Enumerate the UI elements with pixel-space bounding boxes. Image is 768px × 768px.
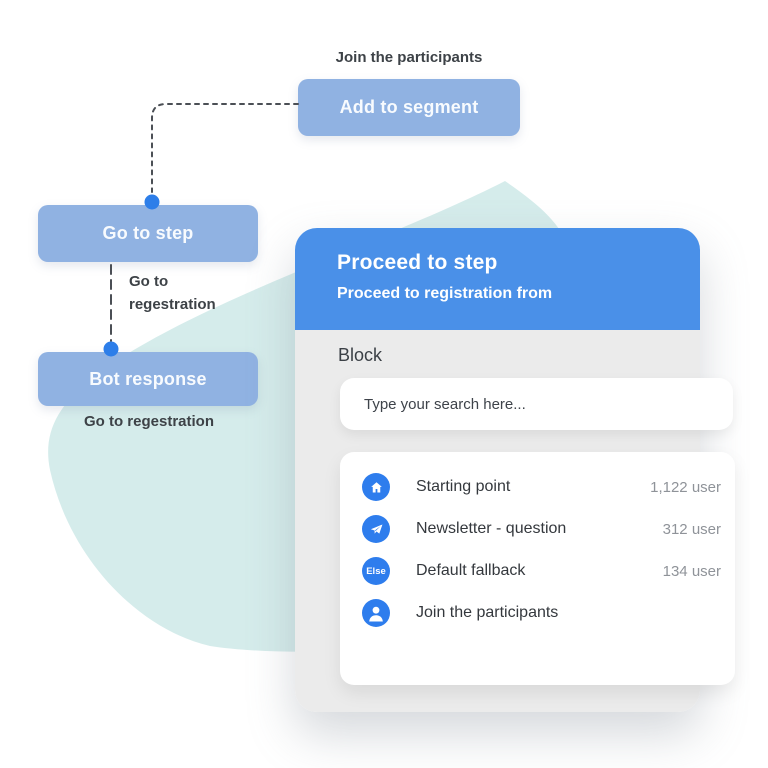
flow-node-go-to-step[interactable]: Go to step [38, 205, 258, 262]
telegram-icon [362, 515, 390, 543]
list-item-label: Join the participants [416, 604, 559, 621]
list-item-count: 312 user [662, 520, 721, 538]
list-item-label: Newsletter - question [416, 520, 567, 537]
search-box [340, 378, 733, 430]
flow-node-label: Add to segment [339, 97, 479, 117]
list-item-count: 134 user [662, 562, 721, 580]
user-icon [362, 599, 390, 627]
list-item-count: 1,122 user [650, 478, 721, 496]
flow-node-label: Go to step [102, 223, 194, 243]
proceed-to-step-panel: Proceed to step Proceed to registration … [295, 228, 735, 712]
else-badge-icon: Else [362, 557, 390, 585]
list-item-label: Default fallback [416, 562, 526, 579]
home-icon [362, 473, 390, 501]
block-results-list: Starting point 1,122 user Newsletter - q… [340, 452, 735, 685]
edge-label-go-to-registration: Go to regestration [129, 270, 216, 316]
list-item-default-fallback[interactable]: Else Default fallback 134 user [340, 550, 735, 592]
panel-header: Proceed to step Proceed to registration … [295, 228, 700, 330]
panel-body: Block Starting point 1,122 user [295, 330, 735, 712]
edge-label-line1: Go to [129, 273, 169, 290]
panel-subtitle: Proceed to registration from [337, 285, 553, 302]
node-caption-go-to-registration: Go to regestration [83, 413, 214, 430]
block-section-label: Block [338, 345, 383, 365]
list-item-starting-point[interactable]: Starting point 1,122 user [340, 466, 735, 508]
else-badge-text: Else [366, 565, 386, 577]
list-item-join-the-participants[interactable]: Join the participants [340, 592, 735, 634]
edge-label-join-participants: Join the participants [335, 49, 483, 66]
flow-node-add-to-segment[interactable]: Add to segment [298, 79, 520, 136]
list-item-label: Starting point [416, 478, 511, 495]
flow-node-bot-response[interactable]: Bot response [38, 352, 258, 406]
flow-node-label: Bot response [89, 368, 207, 389]
list-item-newsletter-question[interactable]: Newsletter - question 312 user [340, 508, 735, 550]
panel-title: Proceed to step [337, 251, 498, 274]
search-input[interactable] [340, 378, 733, 430]
edge-label-line2: regestration [129, 296, 216, 313]
